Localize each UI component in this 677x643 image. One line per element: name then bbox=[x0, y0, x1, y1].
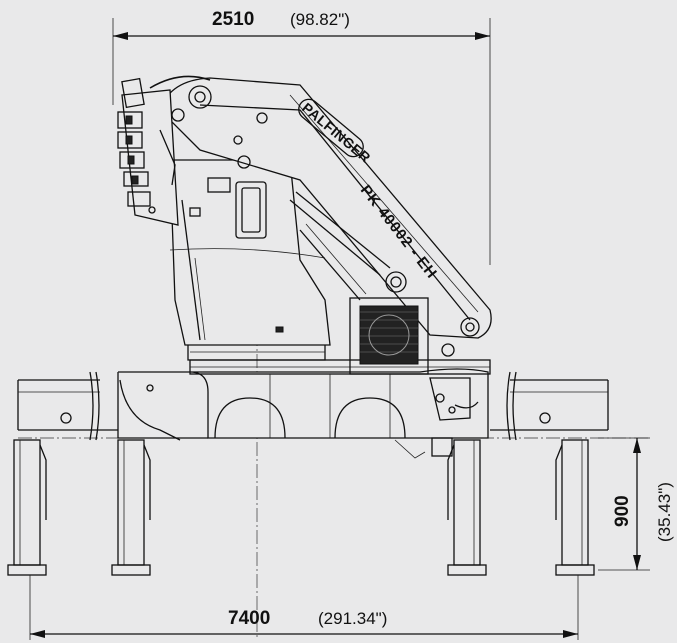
top-width-imperial: (98.82") bbox=[290, 10, 350, 29]
bottom-span-dimension: 7400 (291.34") bbox=[29, 575, 579, 640]
crane-column bbox=[169, 159, 331, 361]
height-imperial: (35.43") bbox=[655, 482, 674, 542]
height-dimension: 900 (35.43") bbox=[598, 437, 674, 571]
base-frame bbox=[117, 359, 491, 459]
valve-block bbox=[117, 75, 211, 226]
main-boom bbox=[159, 77, 492, 357]
support-legs bbox=[7, 439, 595, 576]
top-width-value: 2510 bbox=[212, 9, 254, 30]
top-width-dimension: 2510 (98.82") bbox=[112, 9, 491, 265]
outrigger-beams bbox=[17, 371, 609, 441]
control-panel bbox=[349, 297, 429, 375]
bottom-span-imperial: (291.34") bbox=[318, 609, 387, 628]
bottom-span-value: 7400 bbox=[228, 608, 270, 629]
height-value: 900 bbox=[612, 495, 633, 527]
